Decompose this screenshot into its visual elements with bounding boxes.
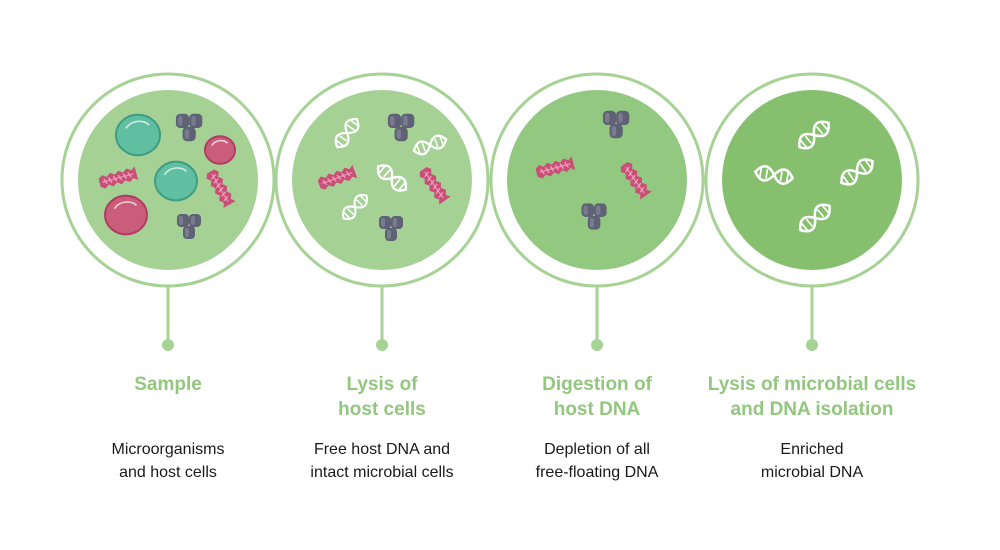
step-3-description-line-2: free-floating DNA <box>535 464 659 481</box>
step-1-description: Microorganisms and host cells <box>38 438 298 484</box>
protein-cluster-icon <box>387 113 415 142</box>
bacteria-icon <box>620 162 652 200</box>
step-4-connector-dot <box>806 339 818 351</box>
step-1-title-line-1: Sample <box>134 374 202 395</box>
bacteria-icon <box>317 164 358 190</box>
step-4-title-line-1: Lysis of microbial cells <box>707 374 917 395</box>
host-cell-icon <box>104 194 148 236</box>
dna-helix-icon <box>412 134 448 156</box>
step-3-title-line-1: Digestion of <box>542 374 652 395</box>
step-1-connector-dot <box>162 339 174 351</box>
dna-helix-icon <box>799 203 831 233</box>
dna-helix-icon <box>334 117 360 149</box>
step-4-stage <box>704 72 920 351</box>
step-4-description: Enriched microbial DNA <box>682 438 942 484</box>
step-2-description: Free host DNA and intact microbial cells <box>252 438 512 484</box>
protein-cluster-icon <box>175 113 203 142</box>
step-3-description-line-1: Depletion of all <box>544 441 650 458</box>
step-3-description: Depletion of all free-floating DNA <box>467 438 727 484</box>
step-2-connector-dot <box>376 339 388 351</box>
dna-helix-icon <box>376 164 408 192</box>
dna-helix-icon <box>342 194 368 220</box>
host-cell-icon <box>204 135 236 165</box>
host-cell-icon <box>154 160 198 202</box>
step-4-description-line-2: microbial DNA <box>760 464 864 481</box>
dna-helix-icon <box>754 165 794 185</box>
protein-cluster-icon <box>379 216 403 241</box>
step-1-stage <box>60 72 276 351</box>
bacteria-icon <box>419 167 451 205</box>
protein-cluster-icon <box>602 110 630 139</box>
step-2-stage <box>274 72 490 351</box>
protein-cluster-icon <box>581 203 607 230</box>
dna-helix-icon <box>798 120 830 150</box>
step-2-description-line-2: intact microbial cells <box>310 464 454 481</box>
step-4-title-line-2: and DNA isolation <box>730 399 894 420</box>
step-4-title: Lysis of microbial cells and DNA isolati… <box>682 372 942 422</box>
step-2-title-line-2: host cells <box>338 399 426 420</box>
step-1-description-line-1: Microorganisms <box>111 441 225 458</box>
step-3-stage <box>489 72 705 351</box>
bacteria-icon <box>535 156 576 179</box>
bacteria-icon <box>206 169 236 208</box>
bacteria-icon <box>98 166 139 189</box>
step-2-title-line-1: Lysis of <box>346 374 418 395</box>
step-1-title: Sample <box>38 372 298 397</box>
step-4-description-line-1: Enriched <box>780 441 844 458</box>
step-3-title: Digestion of host DNA <box>467 372 727 422</box>
dna-helix-icon <box>840 158 874 186</box>
step-3-title-line-2: host DNA <box>553 399 641 420</box>
step-4-disc <box>722 90 902 270</box>
step-2-description-line-1: Free host DNA and <box>313 441 451 458</box>
host-cell-icon <box>115 113 161 157</box>
step-3-disc <box>507 90 687 270</box>
step-2-title: Lysis of host cells <box>252 372 512 422</box>
protein-cluster-icon <box>177 214 201 239</box>
step-1-description-line-2: and host cells <box>119 464 217 481</box>
step-3-connector-dot <box>591 339 603 351</box>
